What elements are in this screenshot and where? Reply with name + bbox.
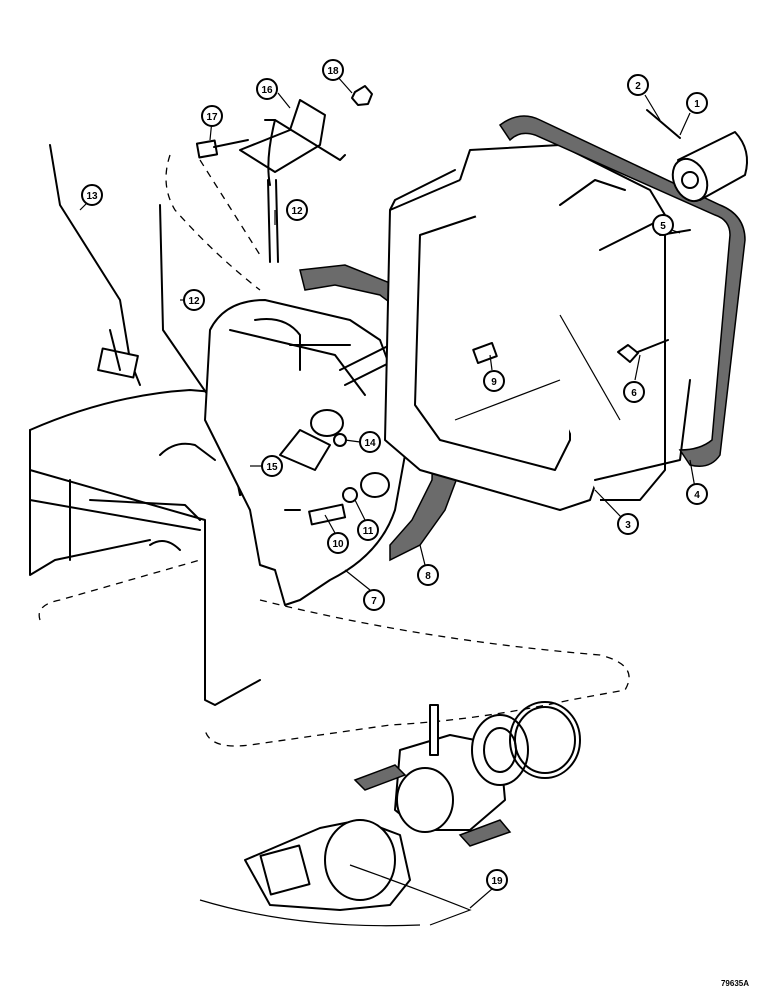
callout-10: 10 (327, 532, 349, 554)
callout-15: 15 (261, 455, 283, 477)
shaft-guide-outline (165, 154, 261, 291)
callout-2-label: 2 (635, 81, 641, 92)
callout-12-upper-label: 12 (291, 206, 303, 217)
callout-19: 19 (486, 869, 508, 891)
callout-5-label: 5 (660, 221, 666, 232)
bracket-assembly (195, 85, 373, 263)
callout-7-label: 7 (371, 596, 377, 607)
callout-7: 7 (363, 589, 385, 611)
callout-14-label: 14 (364, 438, 376, 449)
figure-reference-number: 79635A (721, 979, 749, 988)
lock-washer (333, 433, 347, 447)
callout-4: 4 (686, 483, 708, 505)
tractor-frame (29, 389, 261, 706)
callout-6-label: 6 (631, 388, 637, 399)
callout-18: 18 (322, 59, 344, 81)
callout-9-label: 9 (491, 377, 497, 388)
cover-bolt (617, 339, 669, 363)
callout-17: 17 (201, 105, 223, 127)
callout-10-label: 10 (332, 539, 344, 550)
washer (342, 487, 358, 503)
callout-17-label: 17 (206, 112, 218, 123)
callout-8: 8 (417, 564, 439, 586)
leader-lines (79, 75, 696, 909)
callout-1: 1 (686, 92, 708, 114)
callout-12-upper: 12 (286, 199, 308, 221)
callout-11: 11 (357, 519, 379, 541)
callout-3-label: 3 (625, 520, 631, 531)
front-cover (384, 144, 691, 511)
cover-gasket (498, 115, 746, 467)
callout-14: 14 (359, 431, 381, 453)
callout-19-label: 19 (491, 876, 503, 887)
callout-13: 13 (81, 184, 103, 206)
callout-11-label: 11 (363, 526, 374, 537)
callout-16: 16 (256, 78, 278, 100)
floor-outline (38, 559, 630, 747)
control-rod (49, 144, 141, 386)
callout-8-label: 8 (425, 571, 431, 582)
callout-9: 9 (483, 370, 505, 392)
housing (204, 299, 406, 606)
callout-2: 2 (627, 74, 649, 96)
callout-5: 5 (652, 214, 674, 236)
coupling-exploded-view (199, 701, 581, 927)
callout-1-label: 1 (694, 99, 700, 110)
callout-18-label: 18 (327, 66, 339, 77)
callout-12-lower: 12 (183, 289, 205, 311)
coupling (646, 109, 748, 203)
callout-6: 6 (623, 381, 645, 403)
callout-13-label: 13 (86, 191, 98, 202)
callout-16-label: 16 (261, 85, 273, 96)
callout-15-label: 15 (266, 462, 278, 473)
callout-12-lower-label: 12 (188, 296, 200, 307)
callout-3: 3 (617, 513, 639, 535)
callout-4-label: 4 (694, 490, 700, 501)
